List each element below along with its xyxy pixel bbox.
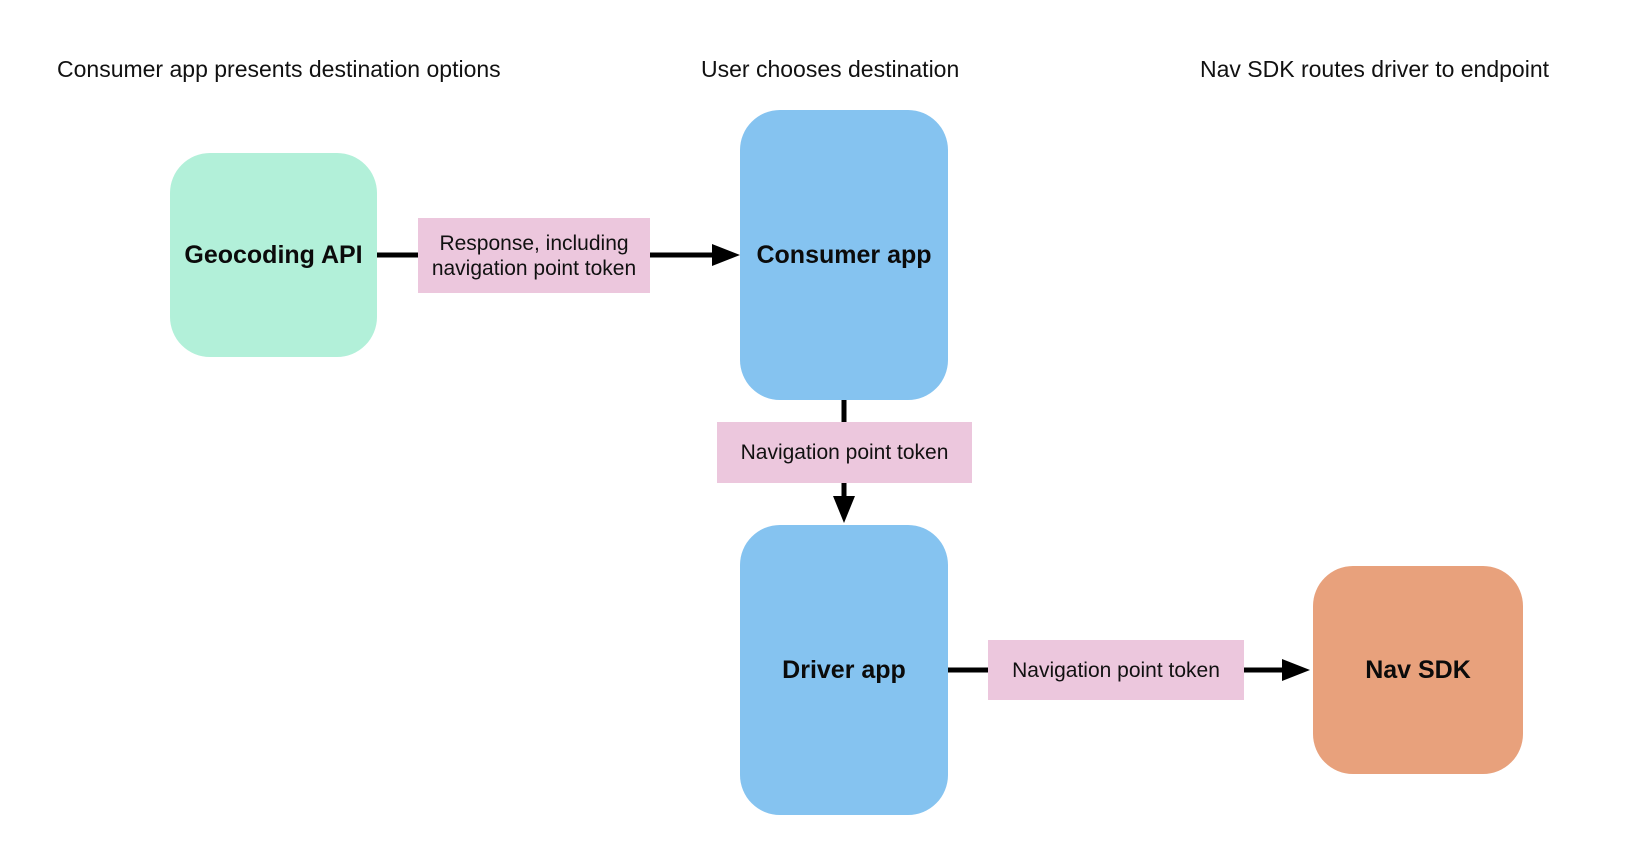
arrowhead-to-navsdk-icon xyxy=(1282,659,1310,681)
node-geocoding-api: Geocoding API xyxy=(170,153,377,357)
column-header-step1: Consumer app presents destination option… xyxy=(57,56,501,82)
node-driver-app-label: Driver app xyxy=(782,655,906,684)
edge-label-navigation-point-token-1: Navigation point token xyxy=(717,422,972,483)
node-geocoding-api-label: Geocoding API xyxy=(184,240,363,269)
edge-label-response-token: Response, including navigation point tok… xyxy=(418,218,650,293)
edge-label-navigation-point-token-2: Navigation point token xyxy=(988,640,1244,700)
node-driver-app: Driver app xyxy=(740,525,948,815)
arrowhead-to-driver-icon xyxy=(833,496,855,523)
node-nav-sdk-label: Nav SDK xyxy=(1365,655,1471,684)
node-consumer-app: Consumer app xyxy=(740,110,948,400)
column-header-step2: User chooses destination xyxy=(701,56,960,82)
node-nav-sdk: Nav SDK xyxy=(1313,566,1523,774)
column-header-step3: Nav SDK routes driver to endpoint xyxy=(1200,56,1550,82)
node-consumer-app-label: Consumer app xyxy=(756,240,932,269)
arrowhead-to-consumer-icon xyxy=(712,244,740,266)
